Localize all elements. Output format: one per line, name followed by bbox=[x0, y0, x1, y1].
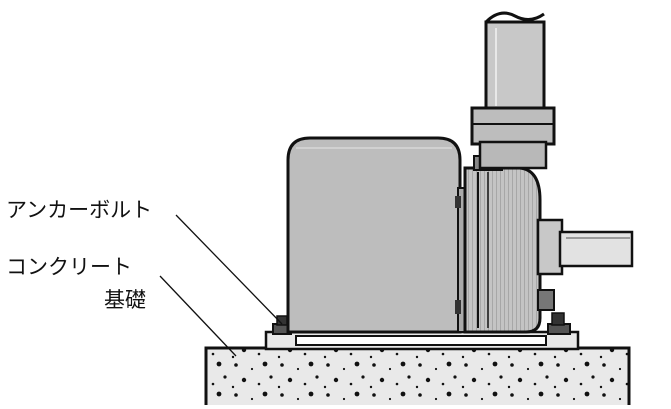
leader-line-anchor-bolt bbox=[175, 214, 283, 325]
suction-pipe bbox=[536, 218, 634, 276]
label-concrete: コンクリート bbox=[6, 255, 132, 279]
base-plate bbox=[264, 330, 580, 351]
concrete-foundation bbox=[204, 346, 631, 409]
label-foundation: 基礎 bbox=[104, 288, 146, 312]
leader-line-concrete bbox=[159, 275, 237, 357]
label-anchor-bolt: アンカーボルト bbox=[6, 198, 153, 222]
anchor-bolt-right bbox=[547, 312, 571, 335]
discharge-pipe bbox=[470, 11, 556, 170]
motor-body bbox=[286, 136, 462, 334]
